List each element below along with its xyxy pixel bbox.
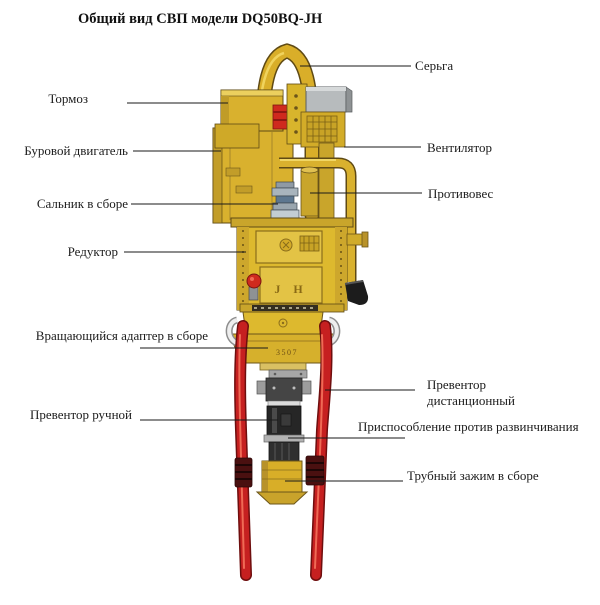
remote-preventer xyxy=(256,377,312,402)
rotating-adapter: 3507 xyxy=(225,311,341,364)
label-pipe-clamp: Трубный зажим в сборе xyxy=(407,468,539,483)
hose-nozzle xyxy=(344,280,369,305)
label-bail: Серьга xyxy=(415,58,454,73)
fan-box xyxy=(300,86,353,148)
stem-column xyxy=(255,362,312,505)
red-valve xyxy=(246,273,262,301)
label-rotating-adapter: Вращающийся адаптер в сборе xyxy=(35,328,208,343)
gearbox-letters: J H xyxy=(274,282,307,296)
label-counterweight: Противовес xyxy=(428,186,494,201)
label-drill-motor: Буровой двигатель xyxy=(24,143,128,158)
air-pipe xyxy=(279,142,357,282)
adapter-stamp: 3507 xyxy=(276,348,298,357)
pipe-clamp xyxy=(255,460,309,505)
tong-grips xyxy=(234,455,325,488)
fan-grille xyxy=(306,115,338,143)
label-anti-unscrewing: Приспособление против развинчивания xyxy=(358,419,579,434)
label-remote-preventer: Превентор дистанционный xyxy=(427,377,515,409)
red-cylinder xyxy=(272,104,289,130)
page-title: Общий вид СВП модели DQ50BQ-JH xyxy=(78,11,323,27)
label-remote-preventer-line2: дистанционный xyxy=(427,393,515,408)
gland-assembly xyxy=(270,181,300,219)
label-brake: Тормоз xyxy=(48,91,88,106)
label-gearbox: Редуктор xyxy=(67,244,118,259)
tong-left xyxy=(234,320,252,581)
anti-unscrewing-device xyxy=(268,441,300,462)
gearbox: J H xyxy=(230,217,369,313)
label-manual-preventer: Превентор ручной xyxy=(30,407,132,422)
label-fan: Вентилятор xyxy=(427,140,493,155)
side-arm xyxy=(346,231,369,248)
gearbox-grille xyxy=(299,235,320,252)
brake-housing xyxy=(214,89,284,149)
tong-right xyxy=(310,320,333,581)
counterweight xyxy=(300,166,319,217)
label-gland: Сальник в сборе xyxy=(36,196,128,211)
label-remote-preventer-line1: Превентор xyxy=(427,377,486,392)
